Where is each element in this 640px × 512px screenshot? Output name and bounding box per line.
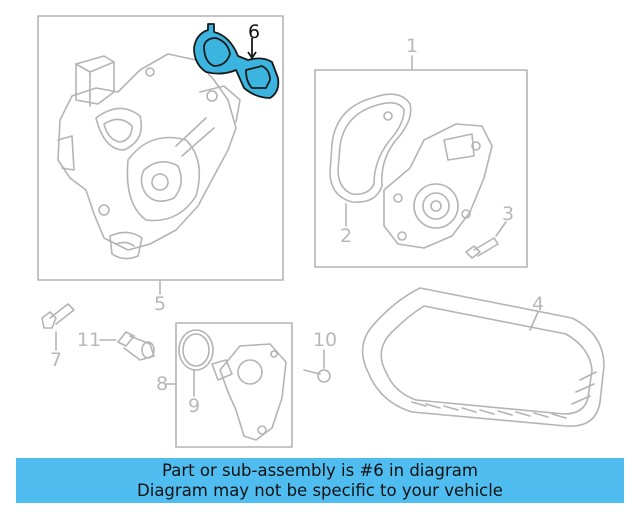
housing-assembly-illustration [57,53,241,260]
callout-9: 9 [187,395,201,417]
o-ring-illustration [178,329,214,371]
bolt-10-illustration [303,369,331,383]
info-banner: Part or sub-assembly is #6 in diagram Di… [16,458,624,503]
callout-3: 3 [501,203,515,225]
sensor-11-illustration [117,331,155,361]
water-pump-illustration [383,123,493,249]
banner-line-2: Diagram may not be specific to your vehi… [137,480,503,500]
callout-6: 6 [247,21,261,43]
callout-10: 10 [312,329,338,351]
callout-4: 4 [531,293,545,315]
leader-3 [495,221,507,237]
banner-line-1: Part or sub-assembly is #6 in diagram [162,460,478,480]
bolt-3-illustration [465,237,499,259]
callout-1: 1 [405,35,419,57]
callout-2: 2 [339,225,353,247]
pump-gasket-illustration [329,93,412,203]
callout-5: 5 [153,293,167,315]
box-thermostat-housing [175,322,293,448]
leader-4 [529,311,539,331]
callout-11: 11 [76,329,102,351]
gasket-6-illustration [193,23,280,99]
thermostat-housing-illustration [211,343,287,441]
callout-8: 8 [155,373,169,395]
bolt-7-illustration [41,303,75,329]
box-water-pump [314,69,528,268]
box-housing-assembly [37,15,284,281]
callout-7: 7 [49,349,63,371]
belt-illustration [361,287,605,427]
